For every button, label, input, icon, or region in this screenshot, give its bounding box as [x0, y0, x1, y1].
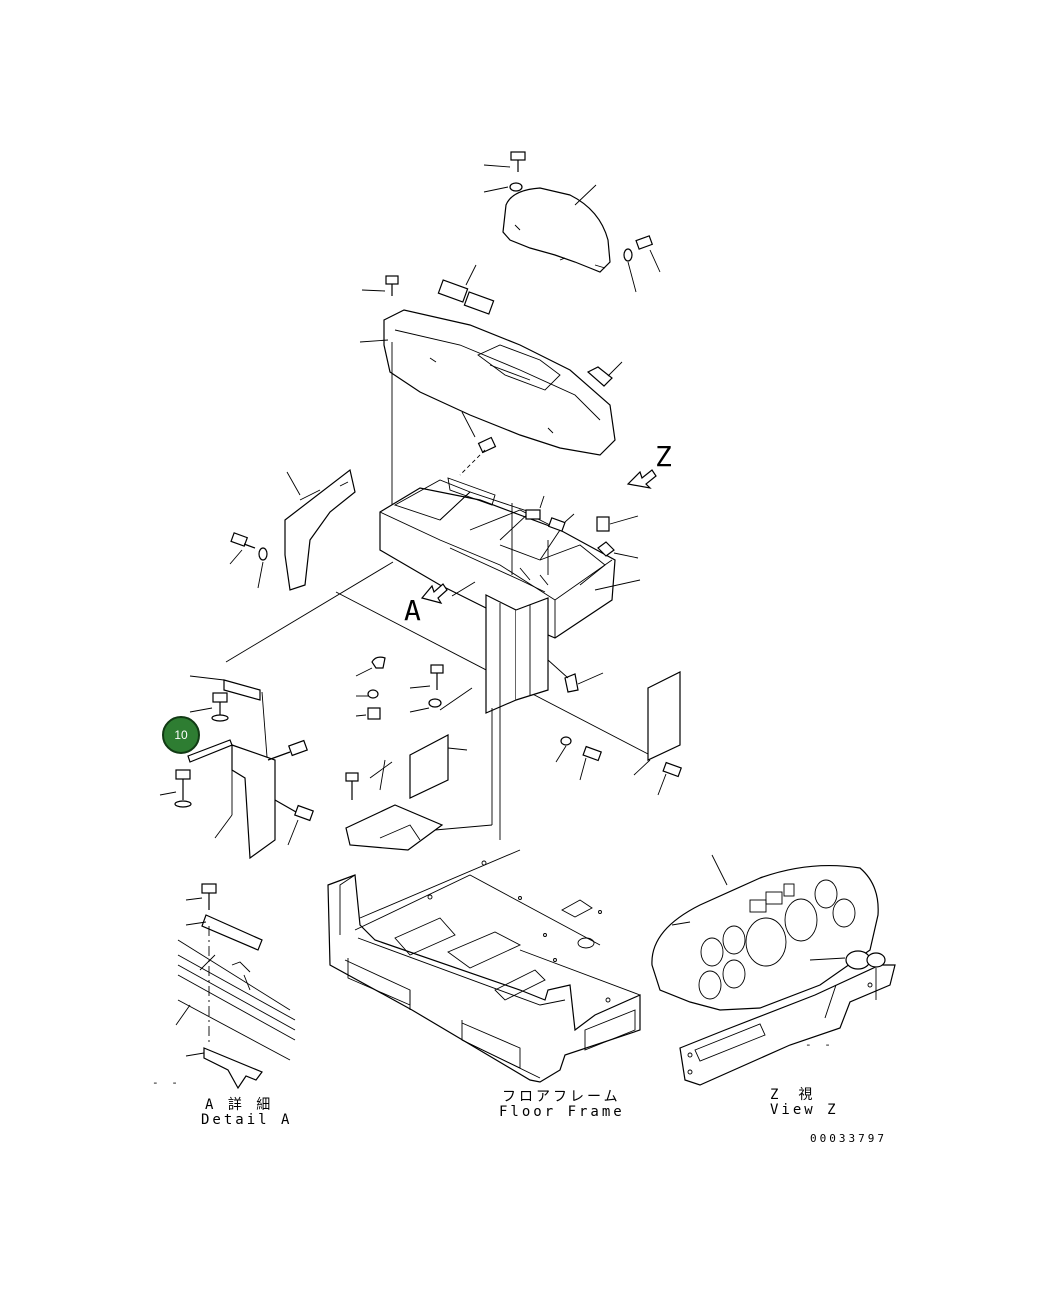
view-z-instrument-panel — [651, 854, 896, 1086]
detail-a-label-jp: A 詳 細 — [205, 1097, 274, 1113]
floor-frame — [327, 849, 641, 1083]
meter-panel-housing — [359, 309, 616, 505]
panel-bolt — [361, 275, 399, 296]
left-panel-bolts — [229, 532, 268, 589]
view-a-arrow-label: A — [404, 594, 421, 627]
left-bracket-assembly — [159, 675, 314, 860]
right-plate — [633, 671, 681, 776]
steering-column — [485, 594, 549, 840]
center-bracket — [345, 734, 493, 851]
view-z-arrow — [626, 469, 657, 489]
detail-a-label-en: Detail A — [201, 1112, 293, 1128]
top-cover — [502, 184, 611, 273]
dashboard-console — [379, 477, 641, 639]
connector-clips — [437, 264, 495, 315]
detail-a-drawing — [175, 883, 296, 1090]
floor-frame-label-jp: フロアフレーム — [502, 1089, 621, 1105]
floor-frame-label-en: Floor Frame — [499, 1104, 625, 1120]
dash-mark-right: - - — [805, 1038, 834, 1051]
dash-mark-left: - - — [152, 1076, 181, 1089]
center-bolt — [459, 411, 497, 476]
top-bolt — [483, 151, 526, 172]
view-z-label-en: View Z — [770, 1102, 839, 1118]
cover-bolt-right — [623, 235, 661, 293]
console-bolts-right — [525, 495, 639, 559]
left-side-panel — [284, 468, 356, 591]
view-a-arrow — [420, 581, 476, 604]
right-plate-bolts — [555, 736, 682, 796]
drawing-number: 00033797 — [810, 1132, 887, 1145]
callout-badge-10[interactable]: 10 — [162, 716, 200, 754]
top-washer — [483, 182, 523, 193]
view-z-arrow-label: Z — [655, 440, 672, 473]
side-clip — [586, 361, 623, 387]
view-z-label-jp: Z 視 — [770, 1087, 816, 1103]
column-bolts — [355, 656, 604, 720]
